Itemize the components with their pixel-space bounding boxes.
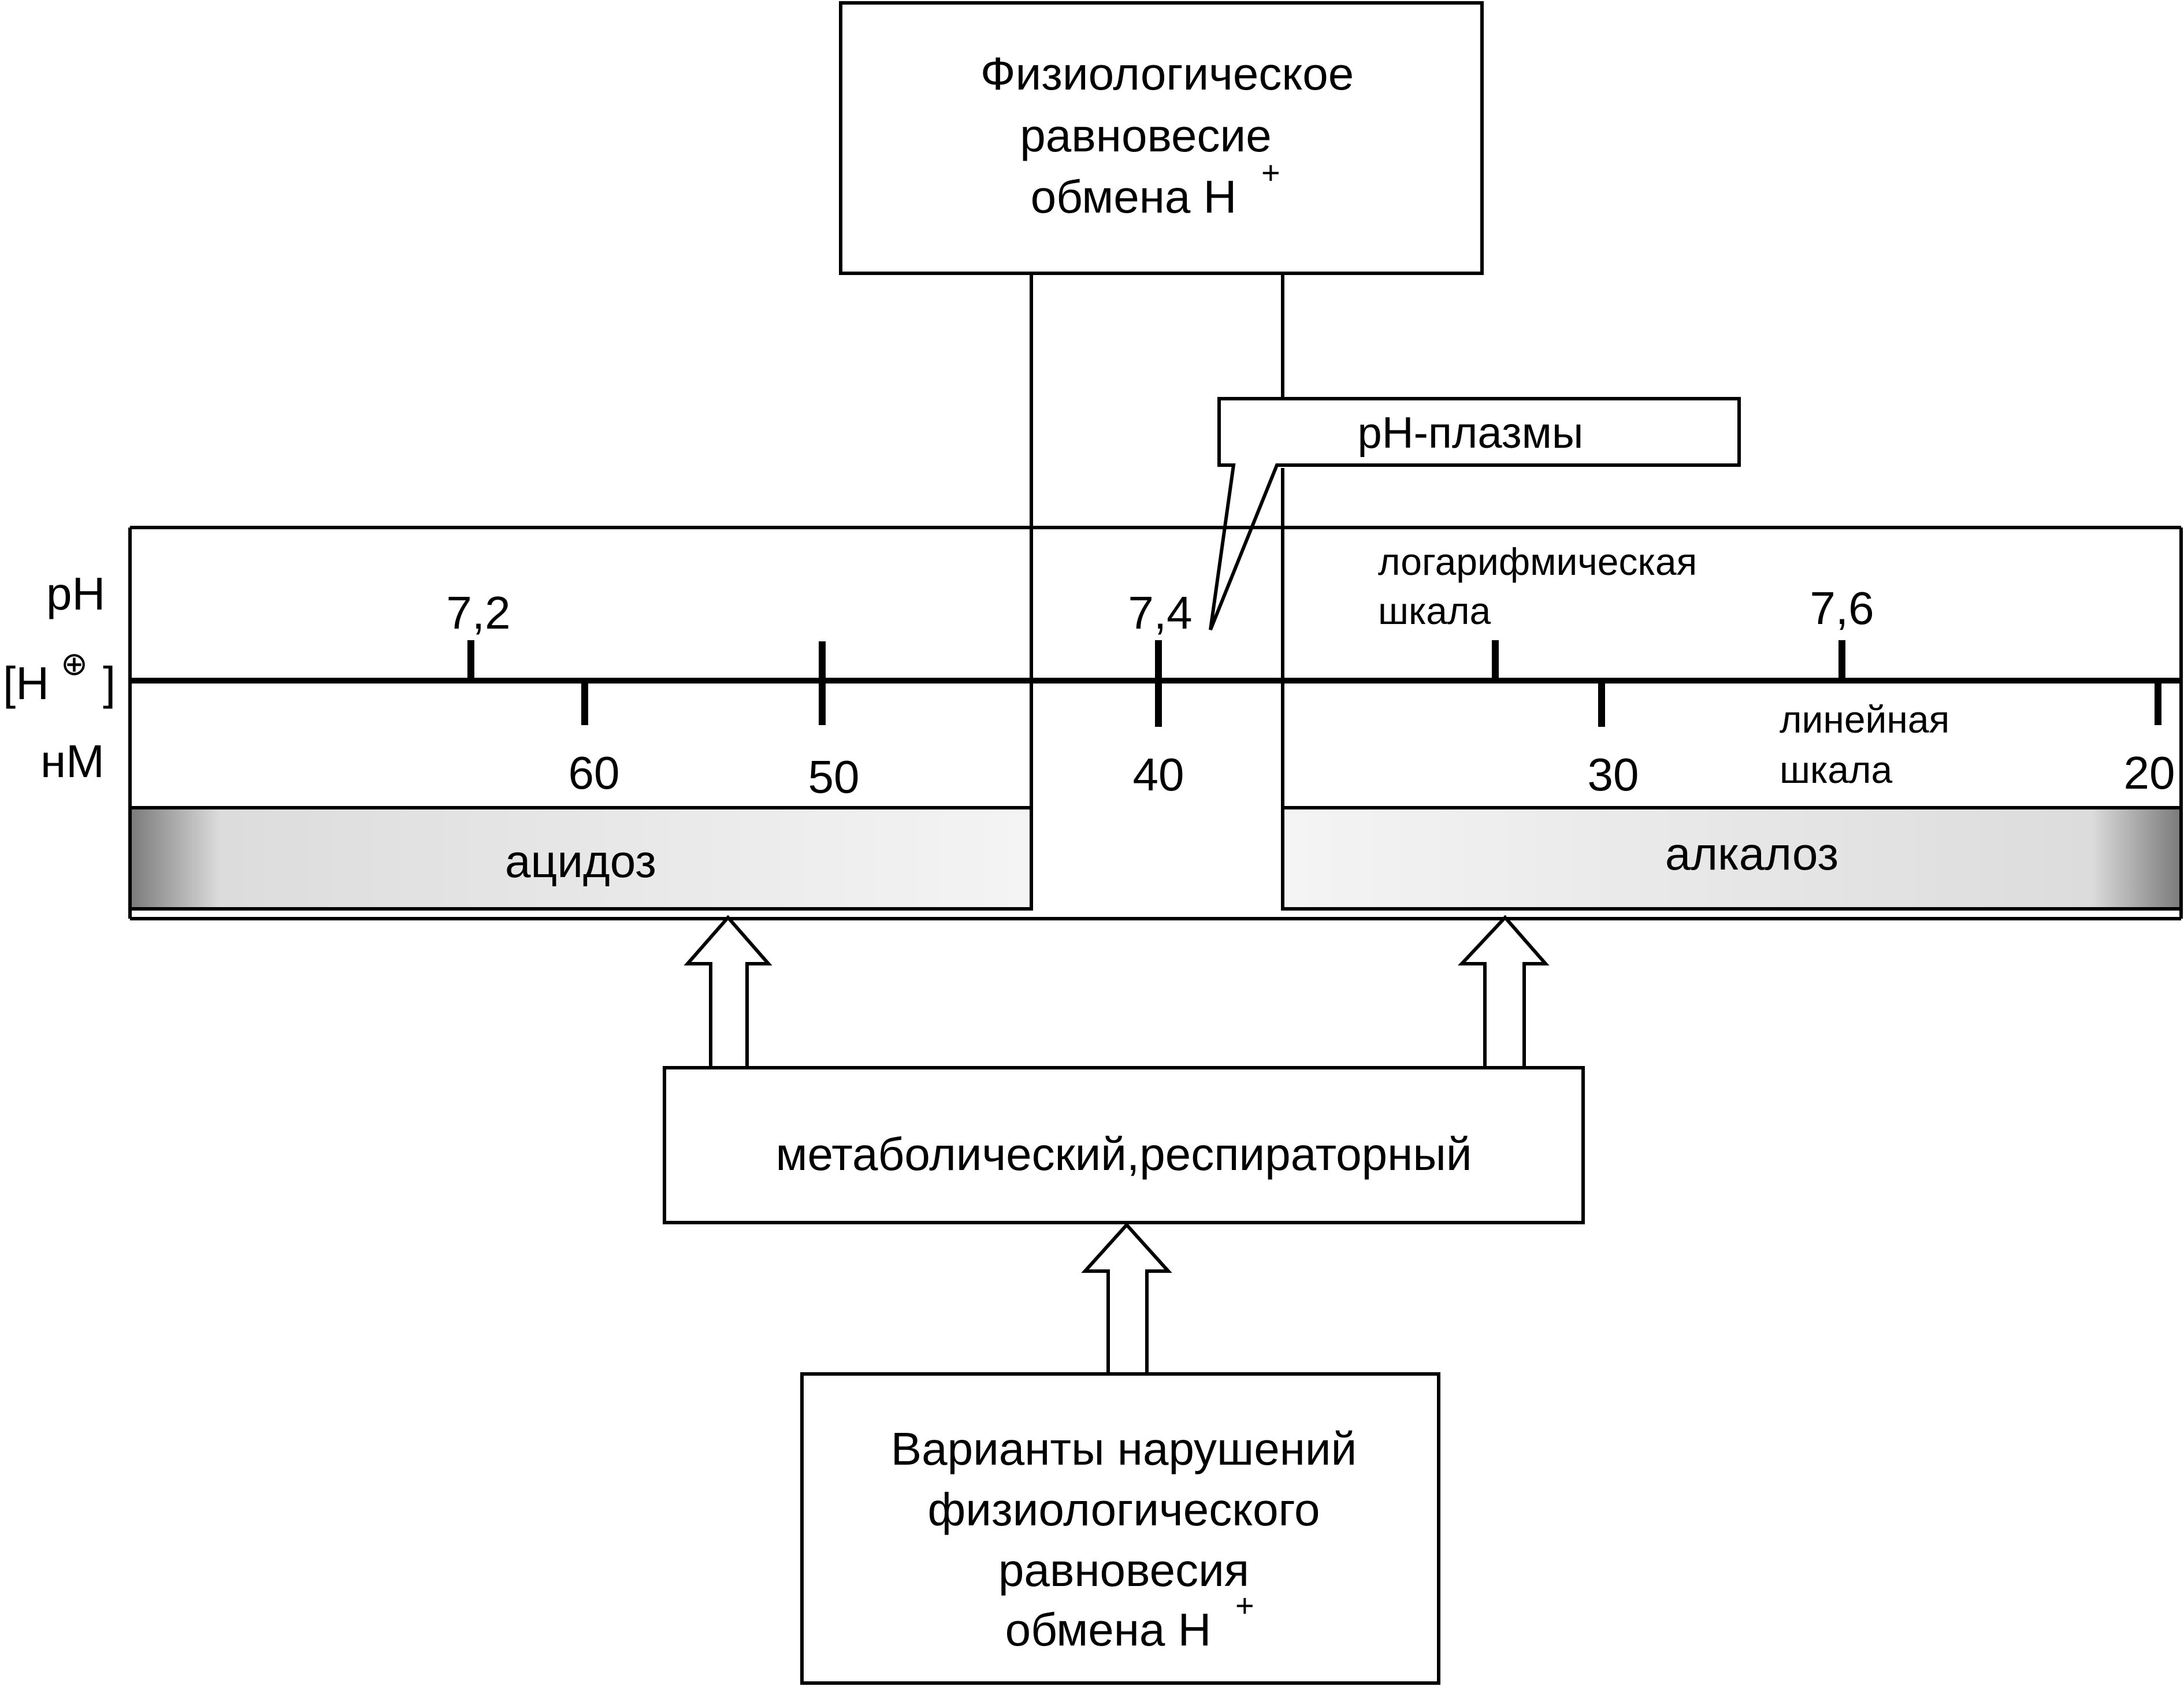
- middle-box-label: метаболический,респираторный: [775, 1128, 1472, 1180]
- nm-label-40: 40: [1133, 749, 1184, 800]
- acidosis-bar: ацидоз: [128, 806, 1033, 911]
- top-box: Физиологическое равновесие обмена Н +: [839, 1, 1484, 275]
- alkalosis-bar: алкалоз: [1281, 806, 2183, 911]
- ph-label-7-4: 7,4: [1128, 587, 1192, 638]
- label-h-sup: ⊕: [61, 645, 88, 682]
- nm-label-20: 20: [2124, 747, 2175, 798]
- arrow-up-icon: [684, 915, 772, 1069]
- bottom-box-line4: обмена Н: [1005, 1604, 1212, 1655]
- ph-label-7-6: 7,6: [1810, 582, 1874, 634]
- linear-scale-line2: шкала: [1780, 748, 1892, 791]
- middle-box: метаболический,респираторный: [663, 1066, 1585, 1224]
- plasma-ph-callout: рН-плазмы: [1209, 397, 1741, 631]
- label-ph: pH: [46, 568, 105, 619]
- nm-label-50: 50: [808, 751, 860, 803]
- bottom-box: Варианты нарушений физиологического равн…: [800, 1372, 1440, 1685]
- top-box-line1: Физиологическое: [980, 48, 1354, 99]
- top-box-line3: обмена Н: [1031, 171, 1237, 222]
- top-box-line2: равновесие: [1020, 110, 1271, 161]
- log-scale-line2: шкала: [1378, 589, 1491, 632]
- alkalosis-label: алкалоз: [1665, 828, 1838, 879]
- nm-label-60: 60: [569, 747, 620, 798]
- label-nm: нМ: [40, 736, 105, 787]
- linear-scale-line1: линейная: [1780, 698, 1949, 741]
- arrow-up-icon: [1458, 915, 1550, 1069]
- log-scale-line1: логарифмическая: [1378, 540, 1697, 583]
- bottom-box-sup: +: [1235, 1587, 1254, 1624]
- bottom-box-line1: Варианты нарушений: [891, 1423, 1357, 1474]
- callout-label: рН-плазмы: [1357, 408, 1583, 458]
- nm-label-30: 30: [1588, 749, 1639, 800]
- acidosis-label: ацидоз: [505, 835, 656, 887]
- bottom-box-line2: физиологического: [927, 1484, 1320, 1535]
- bottom-box-line3: равновесия: [998, 1544, 1249, 1596]
- arrow-up-icon: [1081, 1222, 1172, 1376]
- ph-label-7-2: 7,2: [446, 587, 510, 638]
- top-box-sup: +: [1261, 154, 1280, 191]
- row-labels: pH [H ⊕ ] нМ: [3, 568, 116, 787]
- label-h-open: [H: [3, 658, 49, 709]
- label-h-close: ]: [103, 658, 116, 709]
